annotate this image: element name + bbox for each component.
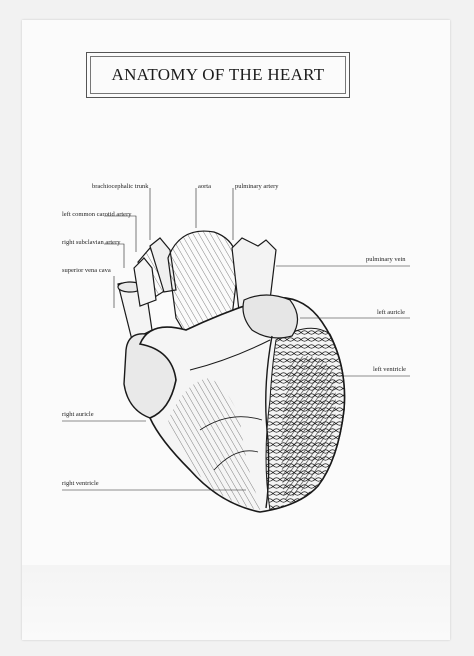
left-ventricle-dark [281, 356, 336, 500]
label-pulmonary-vein: pulminary vein [366, 256, 406, 263]
label-left-auricle: left auricle [377, 309, 405, 316]
label-right-ventricle: right ventricle [62, 480, 99, 487]
leader-lines [62, 188, 410, 491]
coronary-vessel-3 [213, 450, 259, 471]
right-ventricle-shading [168, 378, 262, 510]
leader-left-carotid [104, 215, 137, 252]
poster [22, 20, 450, 640]
heart-body [123, 294, 346, 513]
label-right-auricle: right auricle [62, 411, 94, 418]
label-left-common-carotid-artery: left common carotid artery [62, 211, 132, 218]
label-brachiocephalic-trunk: brachiocephalic trunk [92, 183, 149, 190]
label-pulmonary-artery: pulminary artery [235, 183, 279, 190]
leader-subclavian [104, 243, 125, 268]
title-inner-frame: ANATOMY OF THE HEART [90, 56, 346, 94]
coronary-vessel-1 [189, 339, 271, 371]
label-superior-vena-cava: superior vena cava [62, 267, 111, 274]
page-title: ANATOMY OF THE HEART [111, 65, 325, 84]
label-aorta: aorta [198, 183, 211, 190]
interventricular-groove [265, 335, 273, 509]
poster-fold [22, 565, 450, 640]
coronary-vessel-2 [199, 416, 263, 431]
title-frame: ANATOMY OF THE HEART [86, 52, 350, 98]
label-left-ventricle: left ventricle [373, 366, 407, 373]
left-auricle-shape [242, 294, 299, 339]
subclavian-shape [133, 257, 157, 307]
label-right-subclavian-artery: right subclavian artery [62, 239, 121, 246]
